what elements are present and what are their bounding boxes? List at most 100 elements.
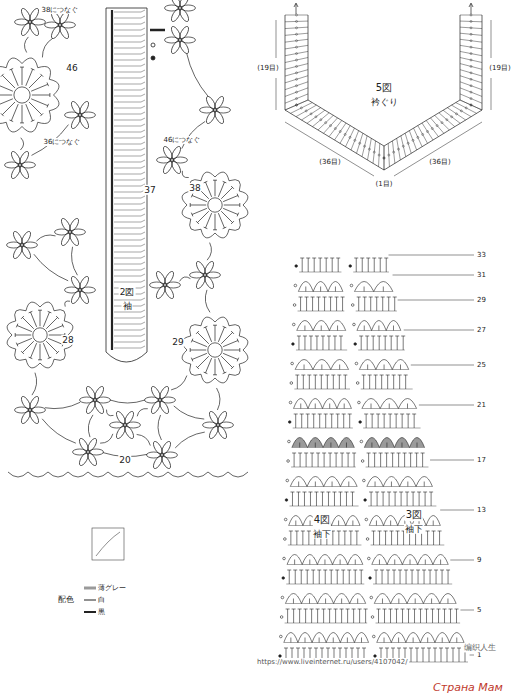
chart-stroke	[215, 374, 229, 383]
chart-stroke	[361, 336, 362, 350]
chart-stroke	[285, 15, 308, 16]
chart-stroke	[311, 570, 315, 571]
chart-stroke	[431, 128, 433, 130]
chart-stroke	[429, 492, 433, 493]
chart-stroke	[354, 343, 357, 346]
chart-stroke	[296, 72, 298, 74]
chart-stroke	[371, 492, 372, 506]
chart-stroke	[229, 180, 240, 191]
chart-stroke	[344, 648, 348, 649]
chart-stroke	[40, 359, 54, 368]
chart-stroke	[148, 472, 168, 477]
chart-stroke	[353, 570, 357, 571]
chart-stroke	[389, 492, 390, 506]
chart-stroke	[421, 453, 425, 454]
chart-stroke	[114, 24, 141, 25]
chart-stroke	[290, 477, 307, 487]
chart-stroke	[170, 158, 174, 162]
chart-stroke	[412, 570, 413, 584]
callout-label: 衿ぐり	[370, 97, 399, 107]
chart-stroke	[378, 154, 380, 156]
chart-stroke	[141, 142, 145, 144]
chart-stroke	[218, 182, 224, 197]
chart-stroke	[413, 609, 417, 610]
chart-stroke	[329, 404, 330, 409]
chart-stroke	[284, 518, 287, 521]
chart-stroke	[311, 609, 312, 623]
chart-stroke	[398, 375, 402, 376]
chart-stroke	[364, 287, 365, 292]
chart-stroke	[377, 609, 381, 610]
chart-stroke	[377, 633, 392, 643]
chart-stroke	[418, 126, 428, 144]
chart-stroke	[364, 438, 379, 448]
chart-stroke	[338, 521, 339, 526]
chart-stroke	[349, 265, 352, 268]
chart-stroke	[294, 414, 298, 415]
chart-stroke	[285, 64, 308, 70]
chart-stroke	[114, 210, 141, 211]
chart-stroke	[137, 434, 151, 445]
chart-stroke	[382, 297, 383, 311]
chart-stroke	[291, 467, 356, 468]
chart-stroke	[223, 326, 227, 328]
chart-stroke	[223, 208, 238, 214]
chart-stroke	[372, 555, 387, 565]
chart-stroke	[299, 443, 300, 448]
chart-stroke	[304, 365, 305, 370]
chart-stroke	[1, 74, 4, 77]
chart-stroke	[398, 570, 402, 571]
chart-stroke	[398, 599, 399, 604]
chart-stroke	[396, 414, 397, 428]
chart-stroke	[114, 18, 141, 19]
chart-stroke	[412, 414, 416, 415]
chart-stroke	[301, 594, 317, 604]
chart-stroke	[292, 492, 293, 506]
chart-stroke	[239, 203, 240, 207]
chart-stroke	[310, 336, 311, 350]
chart-stroke	[439, 531, 440, 545]
chart-stroke	[295, 414, 296, 428]
chart-stroke	[452, 105, 472, 117]
chart-stroke	[327, 375, 328, 389]
chart-stroke	[190, 203, 191, 207]
chart-stroke	[426, 609, 427, 623]
chart-stroke	[442, 638, 443, 643]
chart-stroke	[158, 415, 161, 440]
chart-stroke	[385, 453, 389, 454]
chart-stroke	[302, 555, 317, 565]
chart-stroke	[445, 648, 449, 649]
chart-stroke	[419, 492, 420, 506]
chart-stroke	[352, 609, 356, 610]
chart-stroke	[363, 479, 366, 482]
chart-stroke	[379, 560, 380, 565]
chart-stroke	[371, 404, 372, 409]
chart-stroke	[325, 570, 326, 584]
chart-stroke	[26, 359, 40, 368]
chart-stroke	[21, 351, 24, 354]
chart-stroke	[298, 311, 345, 312]
chart-stroke	[330, 443, 331, 448]
callout-label: 20	[118, 455, 131, 465]
chart-stroke	[215, 317, 229, 326]
chart-stroke	[447, 108, 465, 120]
chart-stroke	[339, 375, 340, 389]
chart-stroke	[320, 258, 321, 272]
chart-stroke	[341, 609, 342, 623]
chart-stroke	[206, 182, 212, 197]
chart-stroke	[432, 609, 433, 623]
chart-stroke	[352, 492, 353, 506]
chart-stroke	[196, 221, 199, 224]
chart-stroke	[442, 570, 443, 584]
chart-stroke	[56, 316, 59, 319]
chart-stroke	[347, 609, 348, 623]
chart-stroke	[440, 560, 441, 565]
chart-stroke	[201, 229, 215, 238]
chart-stroke	[373, 336, 374, 350]
chart-stroke	[302, 108, 321, 120]
chart-stroke	[350, 594, 366, 604]
chart-stroke	[397, 336, 398, 350]
chart-stroke	[213, 108, 217, 112]
legend-item: 薄グレー	[84, 583, 126, 593]
chart-stroke	[54, 310, 65, 321]
